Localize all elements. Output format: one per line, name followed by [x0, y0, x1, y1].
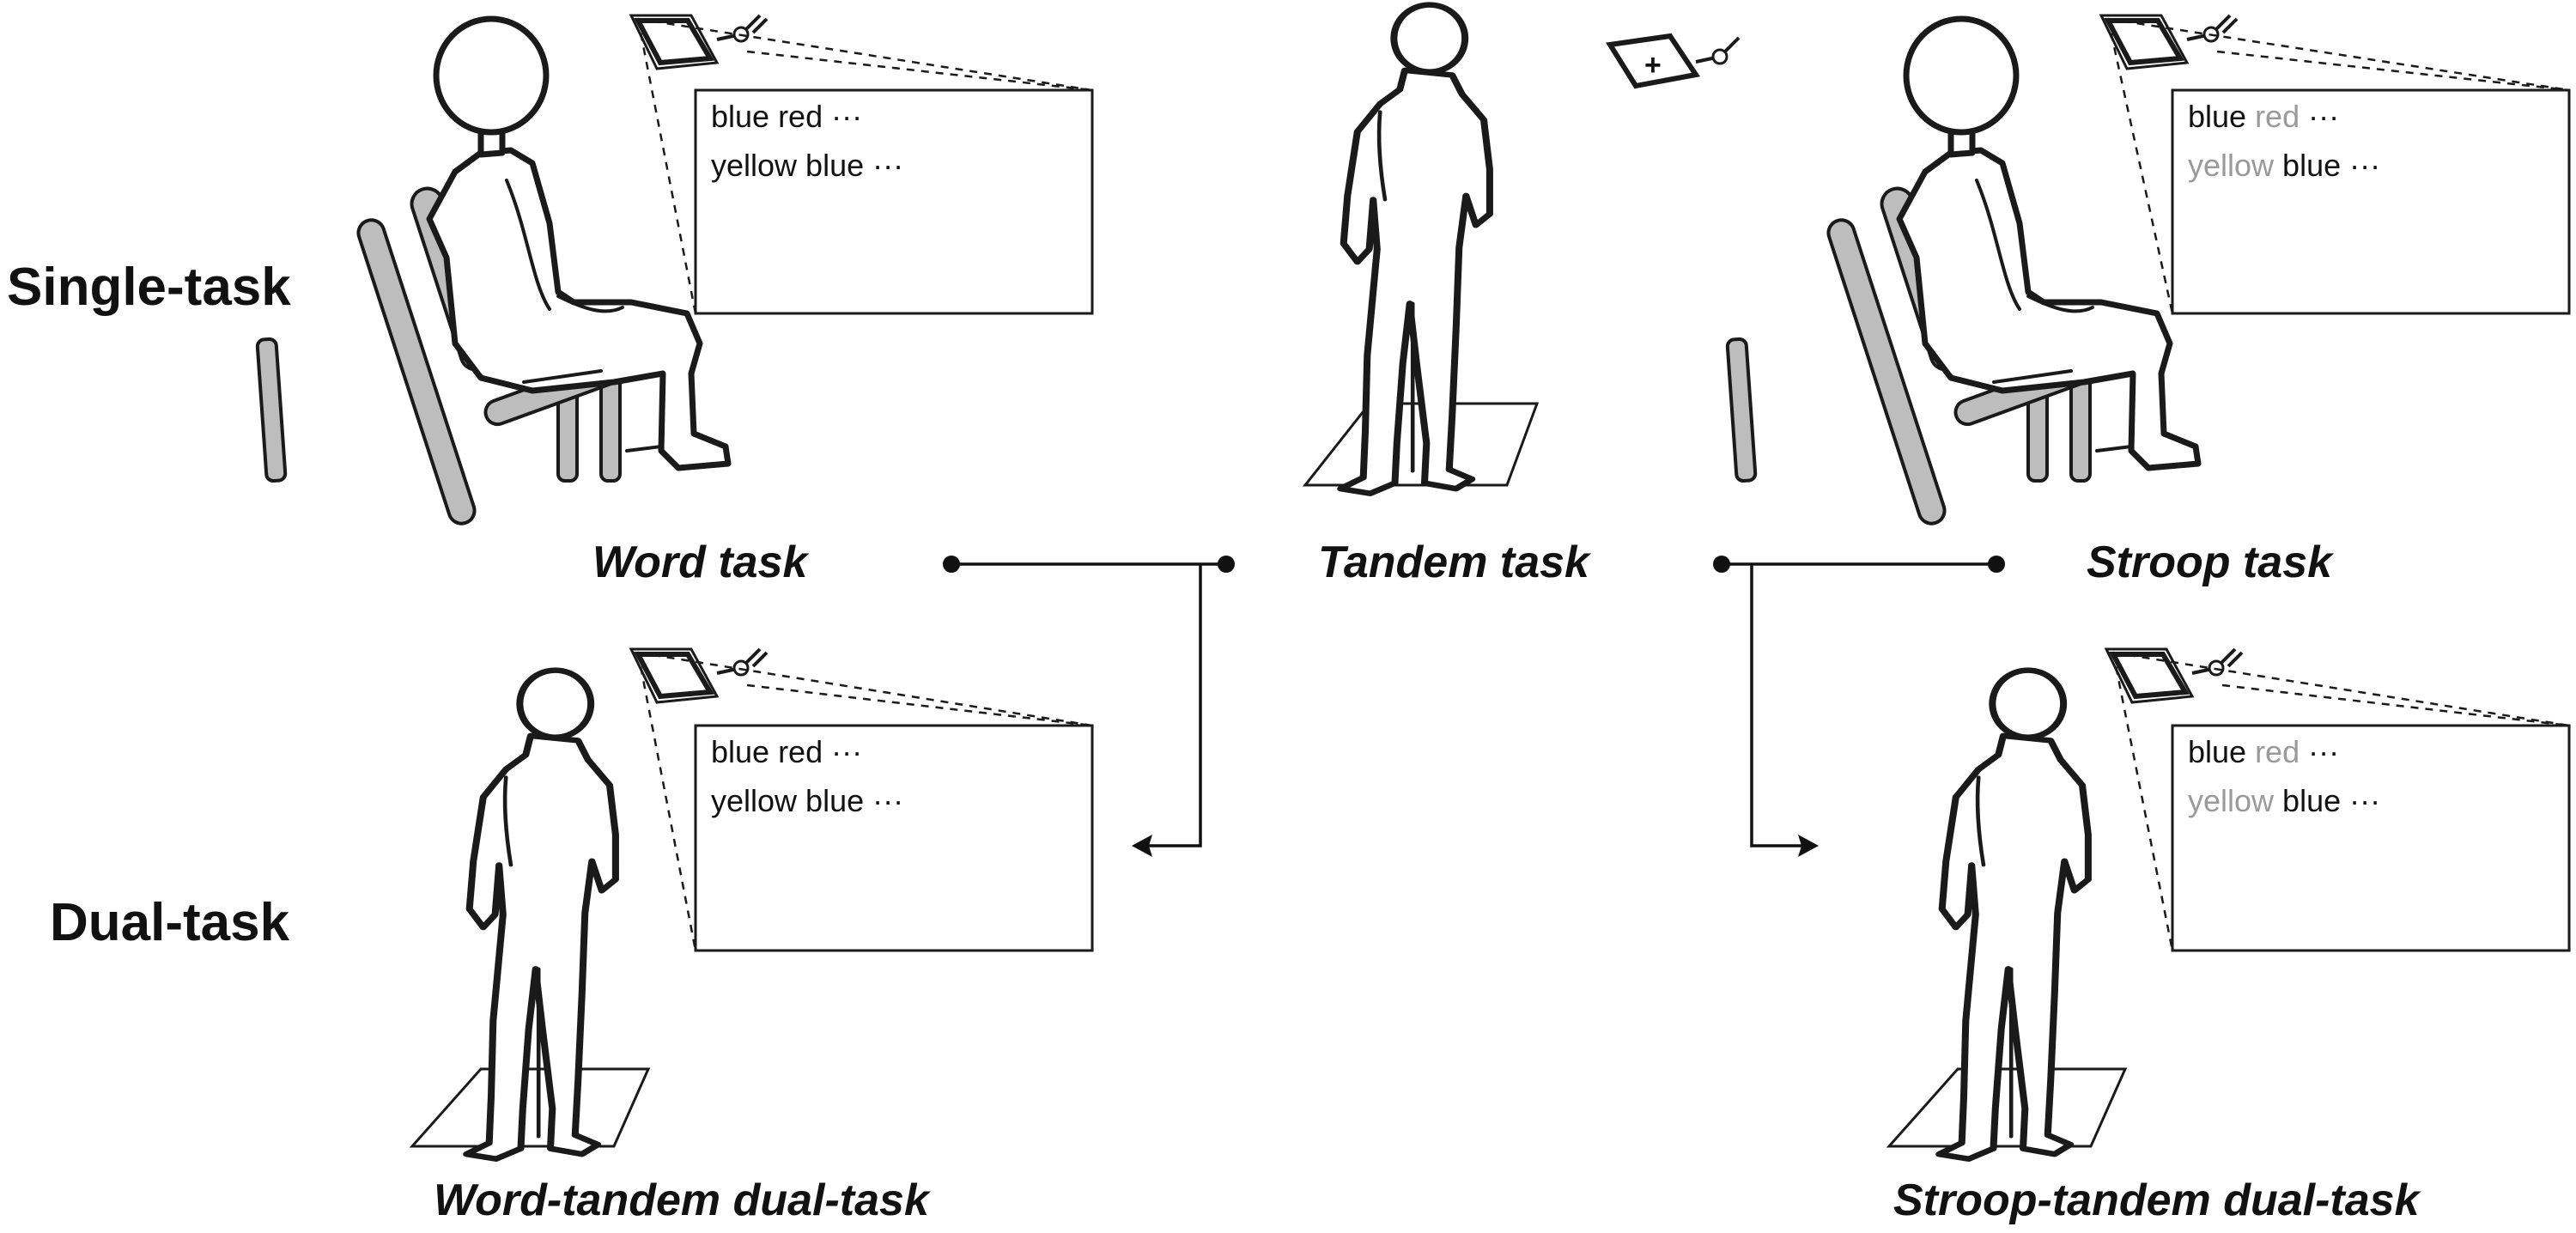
- force-plate-icon: [1886, 1067, 2128, 1148]
- stroop-task-screen: [2171, 88, 2571, 315]
- caption-stroop-task: Stroop task: [2087, 538, 2335, 587]
- connector-right: [1713, 556, 2005, 857]
- arrow-icon: [1798, 835, 1819, 857]
- connector-left: [943, 556, 1235, 857]
- row-label-dual-task: Dual-task: [50, 893, 290, 952]
- word-task-screen: [694, 88, 1094, 315]
- row-label-single-task: Single-task: [7, 258, 291, 317]
- caption-word-task: Word task: [592, 538, 811, 587]
- monitor-icon: [631, 15, 767, 69]
- caption-stroop-tandem: Stroop-tandem dual-task: [1893, 1175, 2422, 1225]
- monitor-icon: [631, 649, 767, 702]
- word-tandem-screen: [694, 724, 1094, 952]
- caption-tandem-task: Tandem task: [1318, 538, 1592, 587]
- tandem-task-illustration: +: [1302, 5, 1741, 494]
- arrow-icon: [1132, 835, 1152, 857]
- fixation-cross: +: [1644, 49, 1662, 82]
- caption-word-tandem: Word-tandem dual-task: [434, 1175, 932, 1225]
- fixation-monitor-icon: +: [1606, 33, 1741, 89]
- monitor-icon: [2106, 649, 2242, 702]
- stroop-tandem-screen: [2171, 724, 2571, 952]
- force-plate-icon: [409, 1067, 651, 1148]
- monitor-icon: [2101, 15, 2237, 69]
